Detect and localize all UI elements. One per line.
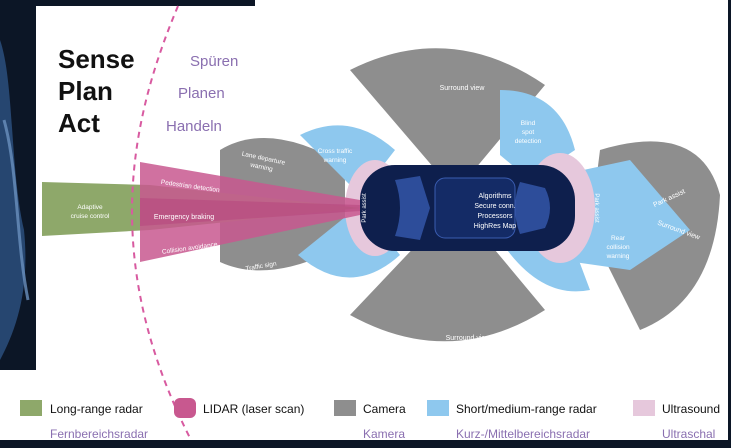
- label-adaptive-1: Adaptive: [77, 204, 103, 211]
- legend-item-lidar: LIDAR (laser scan): [174, 398, 304, 418]
- label-car-center-2: Secure conn.: [474, 203, 515, 210]
- label-lane-departure-2: warning: [249, 161, 274, 173]
- label-car-center-3: Processors: [477, 213, 513, 220]
- bottom-border: [0, 440, 731, 448]
- legend-sub-ultrasound: Ultraschal: [662, 427, 715, 441]
- heading-handeln: Handeln: [166, 118, 222, 135]
- legend-label-lidar: LIDAR (laser scan): [203, 402, 304, 416]
- heading-plan: Plan: [58, 76, 113, 106]
- legend-label-ultrasound: Ultrasound: [662, 402, 720, 416]
- legend-sub-short-radar: Kurz-/Mittelbereichsradar: [456, 427, 590, 441]
- photo-backdrop-line: [2, 119, 30, 301]
- right-border: [728, 0, 731, 448]
- label-blind-spot-2: spot: [522, 129, 534, 136]
- camera-surround-top: [350, 48, 545, 175]
- legend-sub-long-range-radar: Fernbereichsradar: [50, 427, 148, 441]
- legend-item-ultrasound: Ultrasound Ultraschal: [633, 400, 720, 441]
- label-cross-traffic: Cross traffic warning: [318, 148, 353, 164]
- label-car-center: Algorithms Secure conn. Processors HighR…: [474, 193, 517, 230]
- car-roof: [434, 177, 516, 239]
- heading-planen: Planen: [178, 85, 225, 102]
- car: [360, 165, 575, 251]
- label-rear-collision-3: warning: [606, 253, 630, 260]
- sense-plan-act-arc: [131, 5, 191, 439]
- camera-surround-bottom: [350, 220, 545, 342]
- label-surround-bottom: Surround view: [446, 335, 492, 342]
- legend-label-camera: Camera: [363, 402, 406, 416]
- label-park-assist-rear: Park assist: [593, 193, 599, 223]
- label-rear-collision-2: collision: [606, 244, 630, 251]
- photo-backdrop: [0, 0, 255, 370]
- label-cross-traffic-1: Cross traffic: [318, 148, 353, 155]
- heading-sense: Sense: [58, 44, 135, 74]
- legend-label-long-range-radar: Long-range radar: [50, 402, 143, 416]
- label-cross-traffic-2: warning: [323, 157, 347, 164]
- heading-spueren: Spüren: [190, 53, 238, 70]
- label-adaptive-2: cruise control: [71, 213, 110, 220]
- legend-swatch-long-range-radar: [20, 400, 42, 416]
- label-blind-spot-3: detection: [515, 138, 542, 145]
- label-blind-spot: Blind spot detection: [515, 120, 542, 145]
- label-surround-top: Surround view: [440, 85, 486, 92]
- legend-item-camera: Camera Kamera: [334, 400, 406, 441]
- label-adaptive: Adaptive cruise control: [71, 204, 110, 220]
- label-emergency: Emergency braking: [154, 214, 214, 221]
- legend-swatch-short-radar: [427, 400, 449, 416]
- legend-swatch-ultrasound: [633, 400, 655, 416]
- label-rear-collision-1: Rear: [611, 235, 626, 242]
- label-car-center-1: Algorithms: [478, 193, 512, 200]
- legend-item-short-radar: Short/medium-range radar Kurz-/Mittelber…: [427, 400, 597, 441]
- photo-backdrop-shine: [0, 40, 26, 360]
- label-park-assist-front: Park assist: [362, 193, 368, 223]
- label-car-center-4: HighRes Map: [474, 223, 517, 230]
- label-blind-spot-1: Blind: [521, 120, 536, 127]
- legend-swatch-camera: [334, 400, 356, 416]
- car-rear-window: [515, 182, 550, 234]
- heading-act: Act: [58, 108, 100, 138]
- legend-item-long-range-radar: Long-range radar Fernbereichsradar: [20, 400, 148, 441]
- legend-sub-camera: Kamera: [363, 427, 405, 441]
- radar-rear-collision: [560, 160, 690, 270]
- label-rear-collision: Rear collision warning: [606, 235, 630, 260]
- legend: Long-range radar Fernbereichsradar LIDAR…: [20, 398, 720, 441]
- legend-swatch-lidar: [174, 398, 196, 418]
- car-windshield: [395, 176, 430, 240]
- lidar-center-band: [140, 198, 360, 226]
- legend-label-short-radar: Short/medium-range radar: [456, 402, 597, 416]
